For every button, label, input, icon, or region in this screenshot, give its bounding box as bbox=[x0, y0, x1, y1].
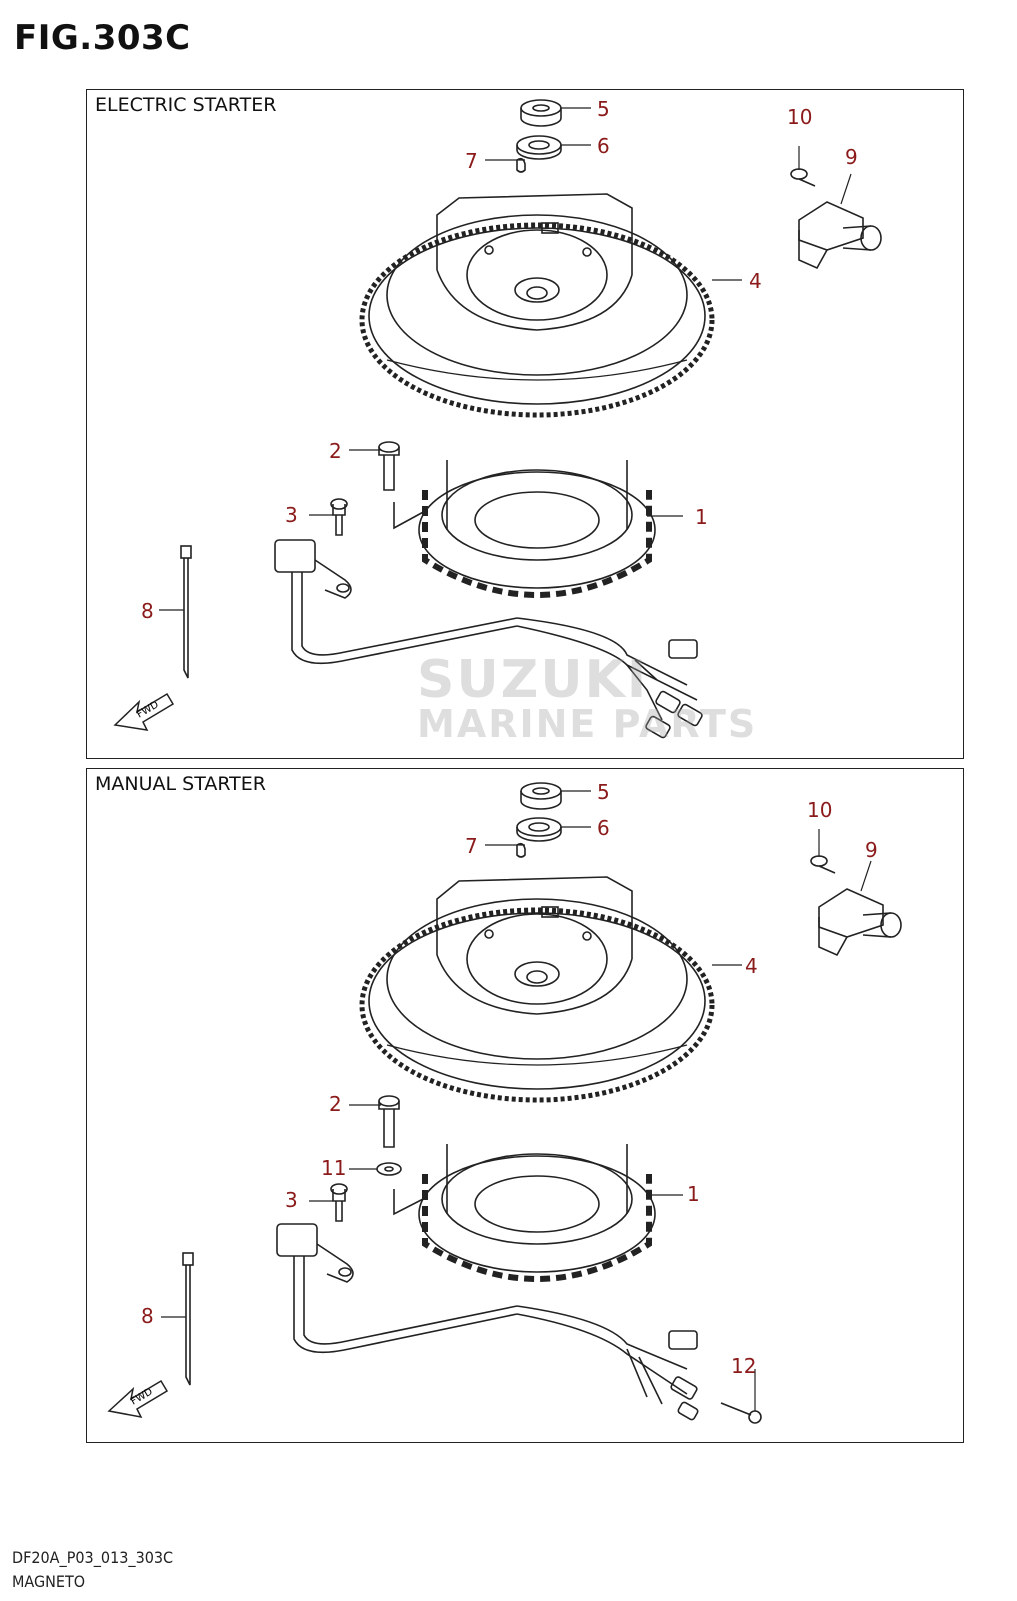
washer-part bbox=[516, 817, 562, 842]
callout-2: 2 bbox=[329, 439, 342, 463]
figure-title: FIG.303C bbox=[14, 18, 191, 58]
callout-5: 5 bbox=[597, 97, 610, 121]
fwd-arrow-icon: FWD bbox=[107, 1379, 169, 1419]
footer-name: MAGNETO bbox=[12, 1572, 86, 1591]
callout-5: 5 bbox=[597, 780, 610, 804]
callout-7: 7 bbox=[465, 834, 478, 858]
callout-10: 10 bbox=[807, 798, 832, 822]
cable-tie-part bbox=[180, 545, 192, 679]
screw-part bbox=[330, 498, 348, 536]
panel-title: ELECTRIC STARTER bbox=[95, 94, 277, 116]
cable-tie-part bbox=[182, 1252, 194, 1386]
crank-sensor-part bbox=[818, 888, 902, 957]
sensor-bolt-part bbox=[790, 168, 816, 187]
crank-sensor-part bbox=[798, 201, 882, 270]
callout-1: 1 bbox=[695, 505, 708, 529]
nut-part bbox=[520, 782, 562, 810]
callout-7: 7 bbox=[465, 149, 478, 173]
stator-part bbox=[418, 1144, 656, 1282]
callout-2: 2 bbox=[329, 1092, 342, 1116]
nut-part bbox=[520, 99, 562, 127]
key-part bbox=[516, 842, 526, 858]
callout-12: 12 bbox=[731, 1354, 756, 1378]
panel-manual-starter: MANUAL STARTER bbox=[86, 768, 964, 1443]
pickup-coil-part bbox=[276, 1223, 699, 1421]
bolt-part bbox=[378, 1095, 400, 1148]
panel-title: MANUAL STARTER bbox=[95, 773, 266, 795]
fwd-arrow-icon: FWD bbox=[113, 692, 175, 731]
sensor-bolt-part bbox=[810, 855, 836, 874]
screw-part bbox=[330, 1183, 348, 1222]
callout-8: 8 bbox=[141, 1304, 154, 1328]
callout-11: 11 bbox=[321, 1156, 346, 1180]
manual-starter-diagram: FWD 5 6 7 10 9 4 2 11 1 3 8 12 bbox=[107, 780, 902, 1424]
flywheel-part bbox=[359, 193, 715, 418]
panel-electric-starter: ELECTRIC STARTER bbox=[86, 89, 964, 759]
stator-part bbox=[418, 460, 656, 598]
callout-4: 4 bbox=[749, 269, 762, 293]
electric-starter-diagram: FWD 5 6 7 10 9 4 2 1 3 8 bbox=[113, 97, 882, 739]
pickup-coil-part bbox=[274, 539, 703, 739]
flywheel-part bbox=[359, 876, 715, 1103]
footer-code: DF20A_P03_013_303C bbox=[12, 1548, 174, 1567]
washer-part bbox=[516, 135, 562, 160]
callout-6: 6 bbox=[597, 134, 610, 158]
callout-4: 4 bbox=[745, 954, 758, 978]
callout-9: 9 bbox=[865, 838, 878, 862]
callout-9: 9 bbox=[845, 145, 858, 169]
callout-1: 1 bbox=[687, 1182, 700, 1206]
callout-3: 3 bbox=[285, 1188, 298, 1212]
key-part bbox=[516, 157, 526, 173]
bolt-part bbox=[378, 441, 428, 530]
callout-3: 3 bbox=[285, 503, 298, 527]
callout-6: 6 bbox=[597, 816, 610, 840]
callout-8: 8 bbox=[141, 599, 154, 623]
callout-10: 10 bbox=[787, 105, 812, 129]
